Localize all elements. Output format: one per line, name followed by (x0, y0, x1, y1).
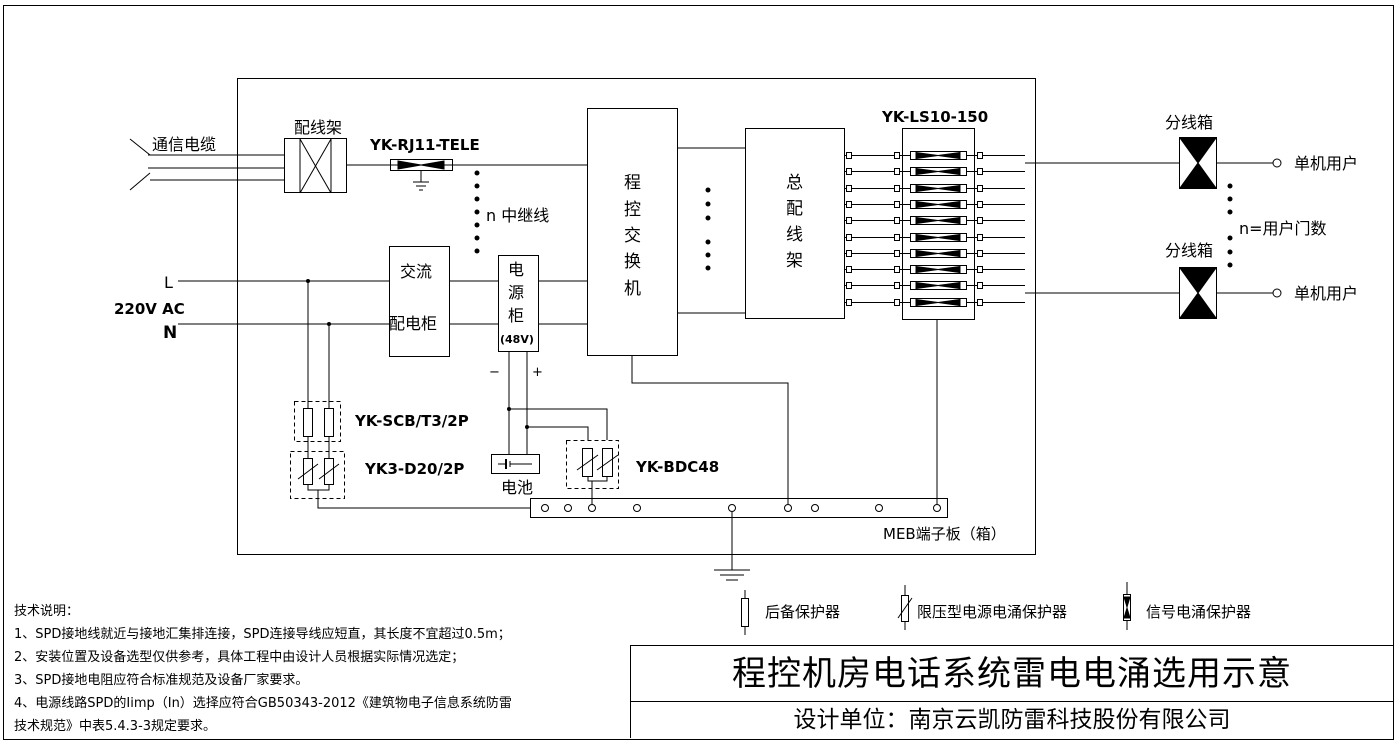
rj11-model: YK-RJ11-TELE (369, 136, 480, 154)
junction-box-top (1179, 137, 1217, 189)
single-user-top: 单机用户 (1294, 154, 1358, 173)
d20-surge-protector (290, 451, 530, 509)
dc-plus: + (532, 365, 543, 380)
comm-cable (129, 138, 284, 191)
legend-limiting: 限压型电源电涌保护器 (917, 603, 1067, 621)
legend-backup-icon (741, 590, 749, 635)
main-frame-label: 总 配 线 架 (786, 173, 803, 271)
ac-cabinet-label-2: 配电柜 (389, 314, 437, 333)
legend-limiting-icon (897, 585, 913, 630)
technical-notes: 技术说明： 1、SPD接地线就近与接地汇集排连接，SPD连接导线应短直，其长度不… (14, 600, 630, 738)
ac-distribution-cabinet (389, 246, 450, 357)
meb-label: MEB端子板（箱） (883, 525, 1006, 543)
comm-cable-label: 通信电缆 (152, 135, 216, 154)
line-L-label: L (164, 273, 173, 292)
svg-text:程: 程 (624, 173, 641, 193)
ground-symbol (714, 569, 750, 581)
user-count-label: n=用户门数 (1239, 219, 1327, 238)
user-dots (1227, 183, 1233, 268)
junction-box-bottom (1179, 267, 1217, 319)
legend-signal-icon (1123, 582, 1131, 630)
svg-text:交: 交 (624, 226, 641, 246)
notes-item-5: 技术规范》中表5.4.3-3规定要求。 (14, 719, 217, 734)
battery-label: 电池 (501, 478, 533, 497)
bdc48-model: YK-BDC48 (635, 458, 719, 476)
title-block: 程控机房电话系统雷电电涌选用示意 设计单位：南京云凯防雷科技股份有限公司 (630, 645, 1393, 738)
user-terminal-bottom (1272, 288, 1282, 298)
notes-item-3: 3、SPD接地电阻应符合标准规范及设备厂家要求。 (14, 673, 309, 688)
distribution-frame (284, 138, 347, 194)
line-N-label: N (163, 323, 177, 343)
svg-text:架: 架 (786, 251, 803, 271)
ls10-protector-row (845, 216, 1025, 225)
svg-text:柜: 柜 (508, 306, 524, 325)
junction-box-top-label: 分线箱 (1165, 113, 1213, 132)
ls10-protector-row (845, 281, 1025, 290)
design-unit: 设计单位：南京云凯防雷科技股份有限公司 (793, 707, 1231, 733)
rj11-protector (390, 159, 453, 191)
ls10-protector-row (845, 265, 1025, 274)
svg-text:总: 总 (786, 173, 803, 193)
main-distribution-frame (745, 128, 845, 319)
svg-text:配: 配 (786, 199, 803, 219)
ls10-model: YK-LS10-150 (881, 108, 988, 126)
notes-heading: 技术说明： (14, 604, 80, 619)
d20-model: YK3-D20/2P (364, 460, 464, 478)
ac-cabinet-label-1: 交流 (400, 262, 432, 281)
svg-text:控: 控 (624, 200, 641, 220)
machine-room-boundary (237, 78, 1036, 555)
junction-box-bottom-label: 分线箱 (1165, 241, 1213, 260)
svg-text:机: 机 (624, 279, 641, 299)
user-terminal-top (1272, 158, 1282, 168)
meb-terminals (541, 504, 941, 512)
battery-symbol (491, 454, 540, 474)
single-user-bottom: 单机用户 (1294, 284, 1358, 303)
ls10-protector-row (845, 151, 1025, 160)
switch-frame-dots (705, 187, 711, 271)
distribution-frame-label: 配线架 (294, 118, 342, 137)
ls10-protector-row (845, 233, 1025, 242)
power-cabinet (498, 255, 539, 352)
notes-item-2: 2、安装位置及设备选型仅供参考，具体工程中由设计人员根据实际情况选定； (14, 650, 465, 665)
scb-backup-protector (294, 401, 341, 442)
svg-text:换: 换 (624, 252, 641, 272)
ls10-protector-array (845, 128, 1025, 320)
bdc48-protector (566, 440, 619, 508)
trunk-lines-label: n 中继线 (486, 206, 549, 225)
legend-signal: 信号电涌保护器 (1146, 603, 1251, 621)
svg-text:(48V): (48V) (500, 333, 534, 346)
voltage-label: 220V AC (114, 300, 185, 318)
ls10-protector-row (845, 298, 1025, 307)
notes-item-1: 1、SPD接地线就近与接地汇集排连接，SPD连接导线应短直，其长度不宜超过0.5… (14, 627, 511, 642)
drawing-title: 程控机房电话系统雷电电涌选用示意 (631, 646, 1393, 702)
svg-text:电: 电 (508, 260, 524, 279)
svg-text:线: 线 (786, 225, 803, 245)
trunk-dots (474, 170, 480, 254)
power-cabinet-label: 电 源 柜 (48V) (500, 260, 534, 346)
ls10-protector-row (845, 184, 1025, 193)
notes-item-4: 4、电源线路SPD的Iimp（In）选择应符合GB50343-2012《建筑物电… (14, 696, 512, 711)
drawing-border (3, 5, 1394, 740)
ls10-protector-row (845, 200, 1025, 209)
program-switch-label: 程 控 交 换 机 (624, 173, 641, 299)
ls10-protector-row (845, 167, 1025, 176)
legend-backup: 后备保护器 (765, 603, 840, 621)
ls10-protector-row (845, 249, 1025, 258)
meb-terminal-board (530, 498, 948, 518)
dc-minus: − (489, 365, 500, 380)
program-switch (587, 108, 678, 356)
scb-model: YK-SCB/T3/2P (354, 412, 469, 430)
svg-text:源: 源 (508, 283, 524, 302)
